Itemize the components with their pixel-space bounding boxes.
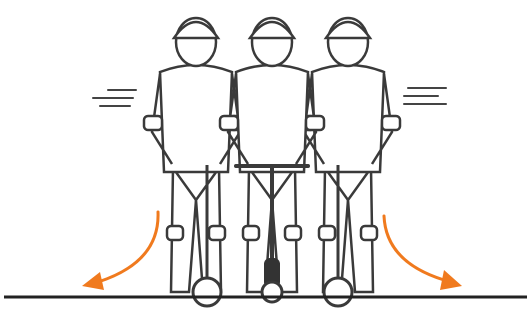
rider-figure-1 [144,18,248,292]
knee-pad-right [361,226,377,240]
rider-torso [236,65,308,172]
rider-figure-3 [296,18,400,292]
elbow-pad-left [144,116,162,130]
figures-group [144,18,400,306]
knee-pad-right [209,226,225,240]
helmet-icon [250,22,294,38]
motion-lines-right [404,88,446,104]
scooter-wheel [193,278,221,306]
turn-right-arrow-icon [384,216,462,290]
knee-pad-right [285,226,301,240]
elbow-pad-right [382,116,400,130]
helmet-icon [326,22,370,38]
knee-pad-left [243,226,259,240]
scooter-wheel [262,282,282,302]
helmet-icon [174,22,218,38]
knee-pad-left [319,226,335,240]
elbow-pad-left [220,116,238,130]
elbow-pad-right [306,116,324,130]
scooter-wheel [324,278,352,306]
motion-lines-left [93,90,136,106]
turn-left-arrow-icon [82,212,158,290]
knee-pad-left [167,226,183,240]
